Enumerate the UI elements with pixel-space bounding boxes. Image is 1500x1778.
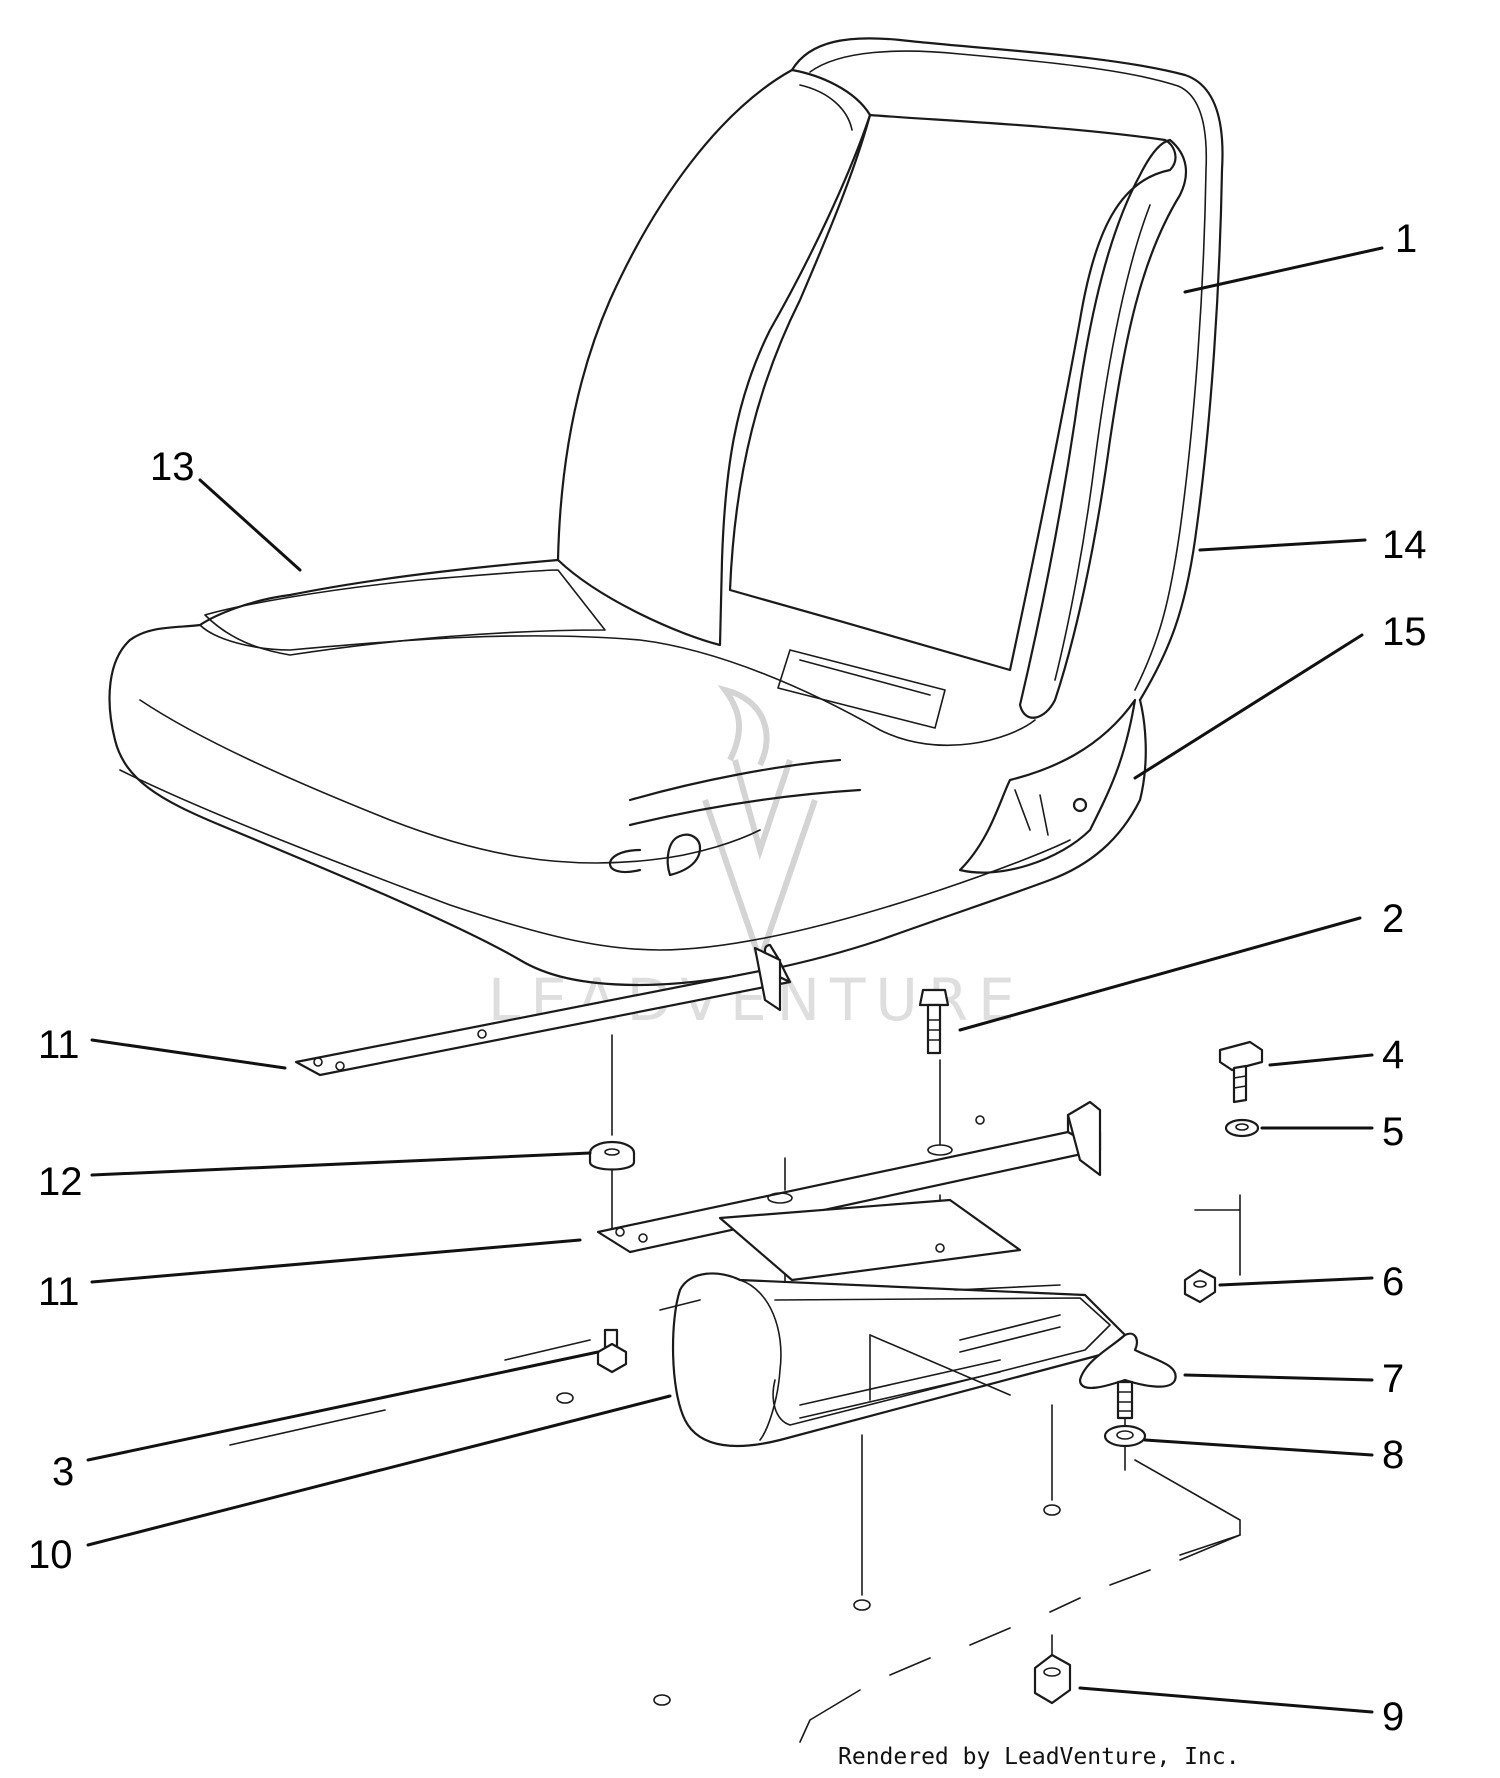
callout-6: 6: [1382, 1260, 1404, 1304]
seat-slide-channel: [671, 1272, 1127, 1448]
callout-10: 10: [28, 1533, 73, 1577]
callout-4: 4: [1382, 1033, 1404, 1077]
seat-slot: [777, 649, 946, 729]
cushion-front-panel: [204, 569, 606, 656]
bolt-part-2: [918, 988, 950, 1055]
callout-8: 8: [1382, 1433, 1404, 1477]
base-plate: [229, 1299, 1241, 1743]
leader-lines: [86, 246, 1384, 1714]
knob-part-7: [1078, 1332, 1177, 1420]
callout-13: 13: [150, 445, 195, 489]
callout-11-lower: 11: [38, 1270, 80, 1314]
callout-1: 1: [1395, 217, 1417, 261]
backrest-right-bolster: [1018, 138, 1187, 719]
rendered-by-footer: Rendered by LeadVenture, Inc.: [838, 1744, 1240, 1770]
seat-hinge-bracket: [958, 698, 1137, 874]
washer-part-8: [1103, 1424, 1147, 1448]
nut-part-6: [1183, 1268, 1217, 1304]
callout-15: 15: [1382, 610, 1427, 654]
callout-9: 9: [1382, 1695, 1404, 1739]
callout-7: 7: [1382, 1357, 1404, 1401]
backrest-left-panel: [556, 68, 872, 647]
nut-part-9: [1033, 1634, 1072, 1705]
callout-14: 14: [1382, 523, 1427, 567]
callout-5: 5: [1382, 1110, 1404, 1154]
callout-3: 3: [52, 1450, 74, 1494]
callout-labels: 1 2 3 4 5 6 7 8 9 10 11 11 12 13 14 15: [28, 217, 1427, 1739]
bolt-part-4: [1218, 1040, 1264, 1104]
washer-part-5: [1224, 1118, 1260, 1138]
callout-11-upper: 11: [38, 1023, 80, 1067]
callout-2: 2: [1382, 897, 1404, 941]
backrest-center-panel: [728, 113, 1177, 672]
spacer-part-12: [588, 1140, 636, 1171]
slide-bracket-upper: [294, 943, 792, 1077]
seat-cushion: [108, 558, 1147, 987]
backrest-outline: [790, 37, 1224, 702]
callout-12: 12: [38, 1160, 83, 1204]
seat-handle: [609, 758, 862, 874]
bolt-part-3: [596, 1328, 628, 1374]
seat-assembly: [108, 37, 1224, 987]
